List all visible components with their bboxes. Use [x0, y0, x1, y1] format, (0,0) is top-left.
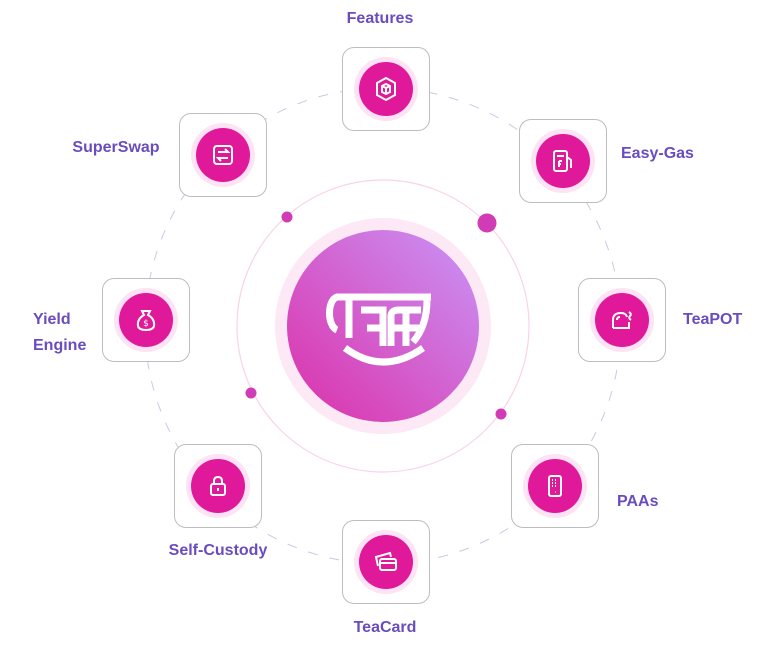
swap-icon	[213, 145, 233, 165]
label-yield-engine: Yield Engine	[33, 311, 87, 354]
label-easy-gas: Easy-Gas	[621, 145, 694, 162]
orbit-dot	[281, 211, 293, 223]
label-teacard: TeaCard	[353, 619, 417, 636]
feature-paas[interactable]	[511, 444, 599, 528]
center-logo	[287, 230, 479, 422]
label-teapot: TeaPOT	[683, 311, 743, 328]
card-icon	[374, 551, 397, 571]
cube-network-icon	[376, 76, 396, 102]
label-superswap: SuperSwap	[72, 139, 160, 156]
label-features: Features	[346, 10, 414, 27]
orbit-dot	[477, 213, 497, 233]
orbit-dot	[245, 387, 257, 399]
money-bag-icon: $	[136, 310, 156, 332]
inner-orbit	[236, 179, 530, 473]
feature-teacard[interactable]	[342, 520, 430, 604]
gas-pump-icon	[553, 150, 572, 172]
teacup-logo-icon	[326, 293, 431, 366]
phone-keypad-icon	[548, 475, 562, 497]
feature-superswap[interactable]	[179, 113, 267, 197]
feature-self-custody[interactable]	[174, 444, 262, 528]
label-self-custody: Self-Custody	[168, 542, 268, 559]
svg-text:$: $	[143, 319, 149, 329]
feature-features[interactable]	[342, 47, 430, 131]
lock-icon	[210, 475, 226, 496]
teapot-icon	[612, 311, 632, 329]
feature-easy-gas[interactable]	[519, 119, 607, 203]
feature-teapot[interactable]	[578, 278, 666, 362]
orbit-dot	[495, 408, 507, 420]
label-paas: PAAs	[617, 493, 659, 510]
feature-yield-engine[interactable]: $	[102, 278, 190, 362]
